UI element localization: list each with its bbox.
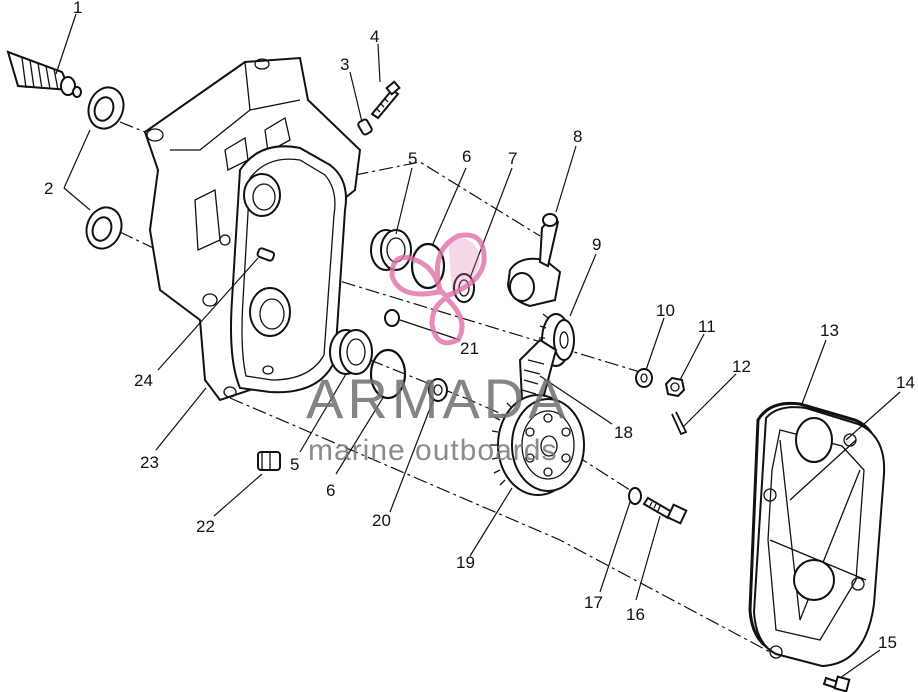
callout-19: 19 xyxy=(456,553,475,572)
part-cotter-pin-12 xyxy=(671,411,688,436)
propeller-blade-left xyxy=(389,254,443,297)
callout-1: 1 xyxy=(73,0,82,17)
watermark: ARMADA marine outboards xyxy=(306,232,570,467)
propeller-logo-icon xyxy=(389,232,487,346)
callout-5a: 5 xyxy=(408,149,417,168)
callout-8: 8 xyxy=(573,127,582,146)
callout-6b: 6 xyxy=(326,481,335,500)
propeller-fill xyxy=(448,238,480,290)
callout-12: 12 xyxy=(732,357,751,376)
part-bolt-16 xyxy=(642,496,688,525)
part-plug xyxy=(384,309,400,327)
part-washer-10 xyxy=(635,368,653,388)
part-nut-11 xyxy=(664,376,686,398)
part-input-shaft xyxy=(6,50,82,98)
part-shift-lever xyxy=(506,213,562,308)
part-oil-seal-lower xyxy=(85,206,123,250)
part-bearing-upper xyxy=(370,229,412,271)
part-oil-seal-upper xyxy=(87,86,125,130)
callout-17: 17 xyxy=(584,593,603,612)
part-bolt-upper xyxy=(370,80,401,120)
callout-14: 14 xyxy=(896,373,915,392)
part-bearing-lower xyxy=(329,329,373,375)
part-thrust-washer xyxy=(428,378,448,402)
callout-20: 20 xyxy=(372,511,391,530)
callout-10: 10 xyxy=(656,301,675,320)
part-gearcase-housing xyxy=(143,56,362,471)
callout-23: 23 xyxy=(140,453,159,472)
callout-18: 18 xyxy=(614,423,633,442)
part-dowel-pin xyxy=(256,247,276,262)
callout-16: 16 xyxy=(626,605,645,624)
part-washer-17 xyxy=(628,487,642,505)
callout-labels: 1 2 3 4 5 6 7 8 9 10 11 12 13 14 15 16 1… xyxy=(44,0,915,652)
callout-9: 9 xyxy=(592,235,601,254)
callout-4: 4 xyxy=(370,27,379,46)
propeller-blade-top xyxy=(434,232,487,299)
callout-3: 3 xyxy=(340,55,349,74)
part-bolt-15 xyxy=(822,675,851,692)
leader-lines xyxy=(55,13,901,679)
propeller-blade-bottom xyxy=(429,294,465,346)
watermark-brand: ARMADA xyxy=(306,367,570,430)
callout-22: 22 xyxy=(196,517,215,536)
callout-7: 7 xyxy=(508,149,517,168)
part-driven-sprocket xyxy=(490,394,585,496)
part-drive-chain xyxy=(518,338,558,412)
callout-21: 21 xyxy=(460,339,479,358)
part-small-pin xyxy=(357,118,373,136)
part-snap-ring-upper xyxy=(410,242,446,290)
callout-11: 11 xyxy=(698,317,716,336)
callout-2: 2 xyxy=(44,179,53,198)
watermark-tagline: marine outboards xyxy=(308,434,557,467)
part-chain-case-cover-14 xyxy=(752,406,886,668)
callout-15: 15 xyxy=(878,633,897,652)
callout-24: 24 xyxy=(134,371,153,390)
part-snap-ring-lower xyxy=(369,348,407,400)
callout-6a: 6 xyxy=(462,147,471,166)
callout-13: 13 xyxy=(820,321,839,340)
callout-5b: 5 xyxy=(290,455,299,474)
